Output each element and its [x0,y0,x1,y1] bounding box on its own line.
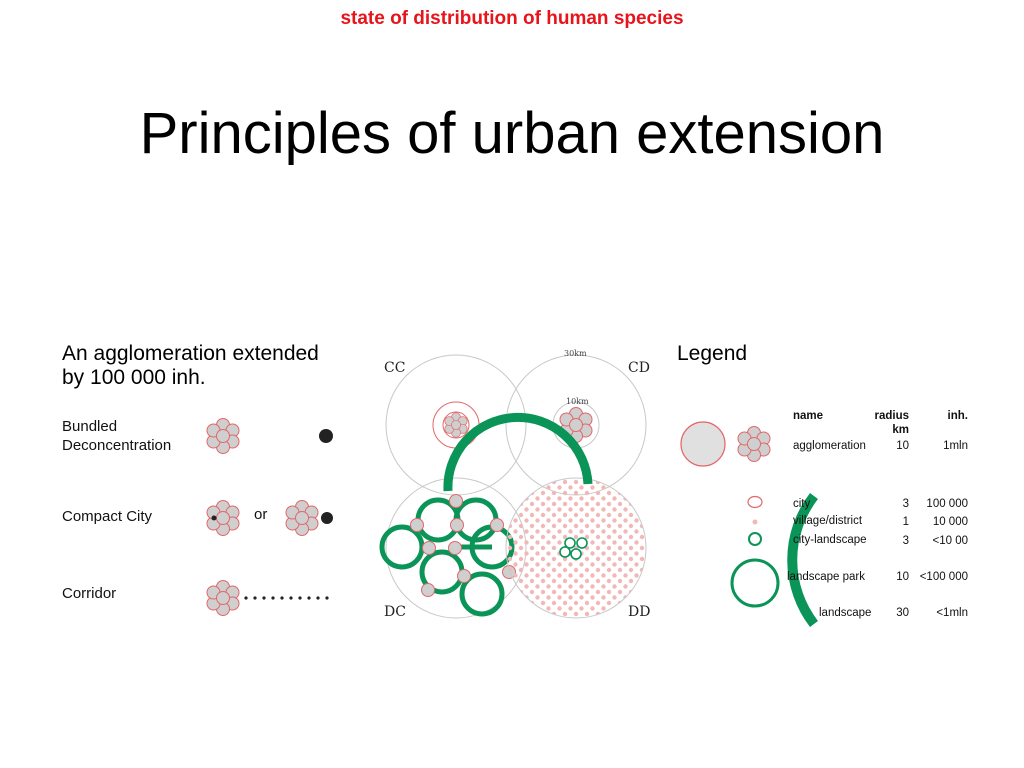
compact-dot-icon [321,512,333,524]
landscape-arc-center [443,412,593,492]
corridor-cluster-icon [206,580,240,616]
legend-landscape-park-icon [730,558,780,608]
legend-item-name-city: city [793,498,811,510]
legend-item-inh-village: 10 000 [932,516,968,528]
row-label-bundled-line2: Deconcentration [62,437,172,454]
row-or-label: or [254,506,268,523]
dc-label: DC [384,604,406,620]
corridor-dotted-line-icon [244,596,329,600]
legend-village-icon [752,519,758,525]
legend-item-radius-village: 1 [902,516,909,528]
legend-item-inh-city-landscape: <10 00 [932,535,969,547]
legend-city-landscape-icon [748,532,762,546]
row-label-corridor: Corridor [62,585,117,602]
dd-label: DD [628,604,651,620]
legend-col-radius: radius [874,410,909,422]
cc-diagram [385,354,527,496]
legend-item-name-landscape-park: landscape park [787,571,865,583]
figure-heading-line1: An agglomeration extended [62,342,319,365]
legend-city-icon [747,495,763,509]
figure-heading-line2: by 100 000 inh. [62,366,206,389]
bundled-cluster-icon [206,418,240,454]
page-title: Principles of urban extension [139,101,885,166]
legend-agglomeration-cluster-icon [737,426,771,462]
legend-item-radius-landscape: 30 [896,607,909,619]
legend-col-radius-unit: km [892,424,909,436]
figure-drawing [206,354,818,628]
legend-item-inh-city: 100 000 [926,498,968,510]
legend-item-name-city-landscape: city-landscape [793,534,867,546]
legend-item-radius-landscape-park: 10 [896,571,909,583]
row-label-compact: Compact City [62,508,153,525]
bundled-dot-icon [319,429,333,443]
compact-cluster-left-icon [206,500,240,536]
legend-item-radius-city: 3 [902,498,909,510]
legend-item-inh-landscape-park: <100 000 [919,571,968,583]
row-label-bundled-line1: Bundled [62,418,118,435]
legend-item-radius-city-landscape: 3 [902,535,909,547]
legend-item-inh-landscape: <1mln [936,607,968,619]
legend-item-inh-agglomeration: 1mln [943,440,968,452]
legend-item-radius-agglomeration: 10 [896,440,909,452]
urban-extension-figure: An agglomeration extended by 100 000 inh… [56,336,976,636]
page-subtitle: state of distribution of human species [340,8,684,29]
legend-item-name-landscape: landscape [819,607,872,619]
ring-label-outer: 30km [564,349,587,358]
cd-diagram [505,354,647,496]
legend-col-inh: inh. [947,410,968,422]
legend-item-name-village: village/district [793,515,863,527]
ring-label-inner: 10km [566,397,589,406]
row-label-bundled: Bundled Deconcentration [62,417,171,455]
dc-diagram [379,477,527,619]
figure-heading: An agglomeration extended by 100 000 inh… [62,342,319,390]
legend-agglomeration-circle-icon [680,421,726,467]
cc-label: CC [384,360,406,376]
compact-cluster-right-icon [285,500,319,536]
legend-title: Legend [677,342,748,365]
dd-diagram [505,477,647,619]
cd-label: CD [628,360,650,376]
legend-item-name-agglomeration: agglomeration [793,440,866,452]
legend-col-name: name [793,410,824,422]
legend-landscape-arc-icon [787,492,818,628]
